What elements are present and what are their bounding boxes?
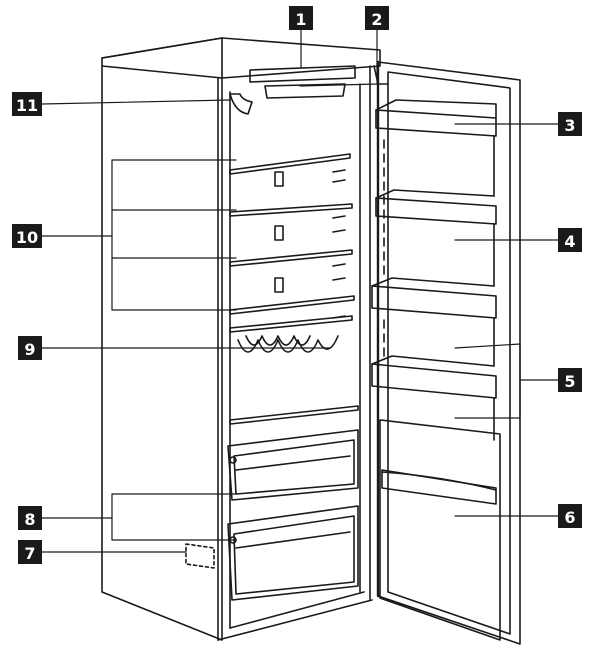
callout-2: 2	[365, 6, 389, 30]
callout-9-text: 9	[24, 340, 35, 359]
glass-shelves	[229, 153, 355, 315]
lamp-cover	[264, 83, 346, 99]
callout-1-text: 1	[295, 10, 306, 29]
cabinet-left-side	[101, 37, 223, 641]
callout-9: 9	[18, 336, 42, 360]
callout-10: 10	[12, 224, 42, 248]
callout-6-text: 6	[564, 508, 575, 527]
door-balcony-top	[375, 109, 497, 137]
right-top-bracket	[373, 65, 389, 85]
leader-2	[299, 29, 378, 87]
leader-lines	[41, 29, 559, 553]
callout-10-text: 10	[16, 228, 38, 247]
callout-3: 3	[558, 112, 582, 136]
cabinet-bottom	[217, 599, 373, 641]
callouts: 1 2 3 4 5 6 7 8	[12, 6, 582, 564]
crisper-drawer-upper	[227, 429, 359, 501]
callout-7-text: 7	[24, 544, 35, 563]
callout-6: 6	[558, 504, 582, 528]
cabinet-inner-bottom	[229, 591, 365, 629]
callout-11: 11	[12, 92, 42, 116]
callout-4-text: 4	[564, 232, 575, 251]
bottle-rack	[229, 315, 353, 353]
control-panel	[249, 65, 356, 83]
callout-1: 1	[289, 6, 313, 30]
callout-4: 4	[558, 228, 582, 252]
fan-housing	[229, 93, 253, 115]
callout-7: 7	[18, 540, 42, 564]
door-bottom-bin	[379, 419, 501, 641]
callout-11-text: 11	[16, 96, 38, 115]
cabinet-top	[101, 37, 381, 79]
door-balcony-2	[375, 197, 497, 225]
leader-10-bracket	[111, 159, 237, 311]
bottom-shelf	[229, 405, 359, 425]
callout-8: 8	[18, 506, 42, 530]
hidden-component	[185, 543, 215, 569]
door	[371, 60, 521, 645]
callout-5: 5	[558, 368, 582, 392]
callout-8-text: 8	[24, 510, 35, 529]
leader-8-bracket	[111, 493, 237, 541]
leader-11	[41, 99, 231, 105]
door-balcony-4	[371, 363, 497, 399]
callout-3-text: 3	[564, 116, 575, 135]
callout-5-text: 5	[564, 372, 575, 391]
shelf-supports	[274, 169, 346, 319]
crisper-drawer-lower	[227, 505, 359, 601]
door-balcony-3	[371, 285, 497, 319]
callout-2-text: 2	[371, 10, 382, 29]
leader-5	[454, 343, 521, 419]
